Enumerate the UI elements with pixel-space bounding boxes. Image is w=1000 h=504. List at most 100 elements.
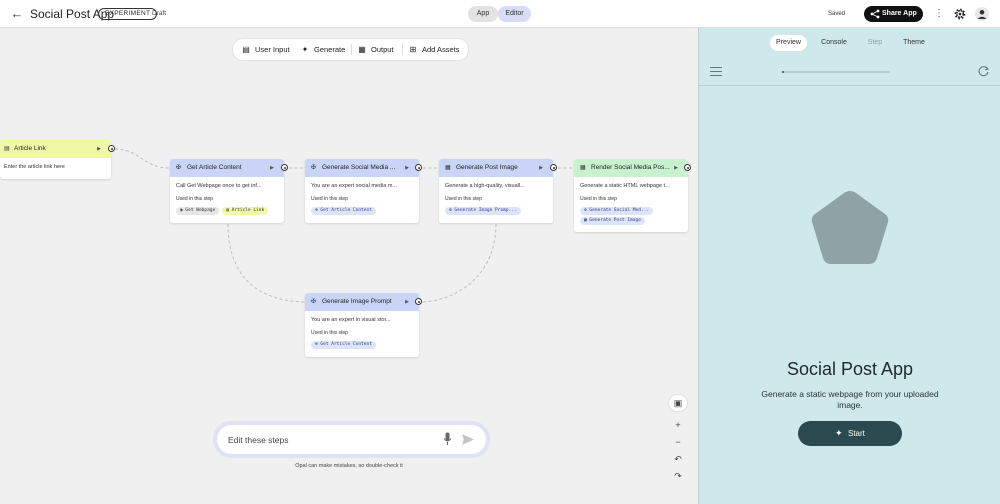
- node-header[interactable]: ▦ Generate Post Image ▶: [439, 159, 553, 177]
- user-input-button[interactable]: ▤User Input: [242, 39, 289, 60]
- app-pentagon-graphic: [811, 191, 889, 264]
- run-step-icon[interactable]: ▶: [270, 165, 274, 171]
- fit-view-icon[interactable]: ▣: [669, 395, 687, 411]
- chip-step[interactable]: ✠ Generate Social Med...: [580, 207, 654, 215]
- edit-steps-input[interactable]: [228, 425, 428, 454]
- chip-label: Generate Post Image: [589, 218, 641, 223]
- run-progress-bar: [782, 71, 890, 73]
- panel-divider: [699, 85, 1000, 86]
- account-circle-icon: [977, 10, 987, 19]
- node-header[interactable]: ✠ Get Article Content ▶: [170, 159, 284, 177]
- chip-step[interactable]: ▦ Generate Post Image: [580, 217, 645, 225]
- chip-label: Get Article Content: [320, 208, 372, 213]
- add-assets-button[interactable]: ⊞Add Assets: [409, 39, 460, 60]
- edit-steps-bar: [213, 421, 490, 458]
- zoom-out-icon[interactable]: −: [675, 437, 681, 447]
- edge-get-to-prompt: [227, 223, 306, 303]
- top-bar: ← Social Post App EXPERIMENT Draft App E…: [0, 0, 1000, 28]
- output-icon: ▦: [358, 45, 366, 54]
- chip-label: Get Article Content: [320, 342, 372, 347]
- editor-canvas[interactable]: ▤User Input ✦ Generate ▦ Output ⊞Add Asset…: [0, 29, 698, 504]
- node-render-social-media-post[interactable]: ▦ Render Social Media Pos... ▶ Generate …: [574, 159, 688, 232]
- mic-icon[interactable]: [443, 432, 452, 446]
- spark-icon: ✦: [301, 45, 309, 54]
- tab-theme[interactable]: Theme: [903, 39, 925, 46]
- run-progress-fill: [782, 71, 785, 73]
- more-vert-icon[interactable]: ⋮: [934, 8, 944, 19]
- mode-editor-tab[interactable]: Editor: [498, 6, 531, 22]
- share-icon: [870, 9, 880, 19]
- undo-icon[interactable]: ↶: [674, 454, 682, 464]
- node-header[interactable]: ✠ Generate Social Media ... ▶: [305, 159, 419, 177]
- spark-icon: ✦: [835, 428, 843, 438]
- node-title: Article Link: [14, 145, 46, 152]
- globe-icon: ◉: [180, 208, 186, 213]
- share-app-button[interactable]: Share App: [864, 6, 923, 22]
- output-port[interactable]: [415, 298, 422, 305]
- generate-step-icon: ✠: [449, 208, 455, 213]
- used-in-step-label: Used in this step: [311, 196, 348, 202]
- output-port[interactable]: [108, 145, 115, 152]
- node-header[interactable]: ▤ Article Link ▶: [0, 140, 111, 158]
- output-port[interactable]: [550, 164, 557, 171]
- tab-step: Step: [867, 39, 883, 46]
- node-generate-post-image[interactable]: ▦ Generate Post Image ▶ Generate a high-…: [439, 159, 553, 223]
- refresh-icon[interactable]: [977, 65, 990, 78]
- zoom-in-icon[interactable]: +: [675, 420, 681, 430]
- gear-icon[interactable]: [954, 8, 966, 20]
- run-step-icon[interactable]: ▶: [405, 165, 409, 171]
- redo-icon[interactable]: ↷: [674, 471, 682, 481]
- chip-step[interactable]: ✠ Get Article Content: [311, 341, 376, 349]
- generate-label: Generate: [314, 45, 346, 54]
- node-header[interactable]: ▦ Render Social Media Pos... ▶: [574, 159, 688, 177]
- output-port[interactable]: [415, 164, 422, 171]
- chip-label: Generate Image Promp...: [454, 208, 517, 213]
- node-header[interactable]: ✠ Generate Image Prompt ▶: [305, 293, 419, 311]
- saved-status: Saved: [828, 11, 846, 17]
- generate-button[interactable]: ✦ Generate: [301, 39, 346, 60]
- edit-steps-container: [217, 425, 486, 454]
- run-step-icon[interactable]: ▶: [405, 299, 409, 305]
- chip-label: Article Link: [231, 208, 265, 213]
- tab-preview[interactable]: Preview: [770, 35, 807, 51]
- chip-list: ✠ Get Article Content: [311, 341, 379, 351]
- chip-step[interactable]: ✠ Get Article Content: [311, 207, 376, 215]
- run-step-icon[interactable]: ▶: [539, 165, 543, 171]
- node-article-link[interactable]: ▤ Article Link ▶ Enter the article link …: [0, 140, 111, 179]
- mode-app-tab[interactable]: App: [468, 6, 498, 22]
- node-title: Generate Image Prompt: [322, 298, 392, 305]
- chip-tool[interactable]: ◉ Get Webpage: [176, 207, 220, 215]
- node-description: You are an expert social media m...: [311, 183, 398, 189]
- chip-list: ◉ Get Webpage ▤ Article Link: [176, 207, 271, 217]
- output-icon: ▦: [580, 165, 586, 171]
- start-button[interactable]: ✦ Start: [798, 421, 902, 446]
- output-label: Output: [371, 45, 394, 54]
- node-generate-image-prompt[interactable]: ✠ Generate Image Prompt ▶ You are an exp…: [305, 293, 419, 357]
- generate-step-icon: ✠: [311, 299, 317, 305]
- output-port[interactable]: [281, 164, 288, 171]
- toolbar-divider: [351, 44, 352, 55]
- used-in-step-label: Used in this step: [445, 196, 482, 202]
- node-get-article-content[interactable]: ✠ Get Article Content ▶ Call Get Webpage…: [170, 159, 284, 223]
- run-step-icon[interactable]: ▶: [97, 146, 101, 152]
- menu-icon[interactable]: [710, 67, 722, 76]
- tab-console[interactable]: Console: [821, 39, 847, 46]
- account-avatar[interactable]: [975, 7, 989, 21]
- disclaimer-text: Opal can make mistakes, so double-check …: [295, 463, 403, 469]
- send-icon[interactable]: [461, 433, 475, 446]
- chip-input[interactable]: ▤ Article Link: [222, 207, 269, 215]
- chip-label: Get Webpage: [185, 208, 216, 213]
- output-port[interactable]: [684, 164, 691, 171]
- back-arrow-icon[interactable]: ←: [10, 6, 24, 21]
- user-input-icon: ▤: [4, 146, 10, 152]
- run-step-icon[interactable]: ▶: [674, 165, 678, 171]
- app-title: Social Post App: [30, 7, 115, 21]
- output-button[interactable]: ▦ Output: [358, 39, 394, 60]
- image-step-icon: ▦: [445, 165, 451, 171]
- generate-step-icon: ✠: [315, 342, 321, 347]
- node-description: Generate a static HTML webpage t...: [580, 183, 670, 189]
- edge-layer: [114, 148, 574, 303]
- node-generate-social-media[interactable]: ✠ Generate Social Media ... ▶ You are an…: [305, 159, 419, 223]
- generate-step-icon: ✠: [584, 208, 590, 213]
- chip-step[interactable]: ✠ Generate Image Promp...: [445, 207, 521, 215]
